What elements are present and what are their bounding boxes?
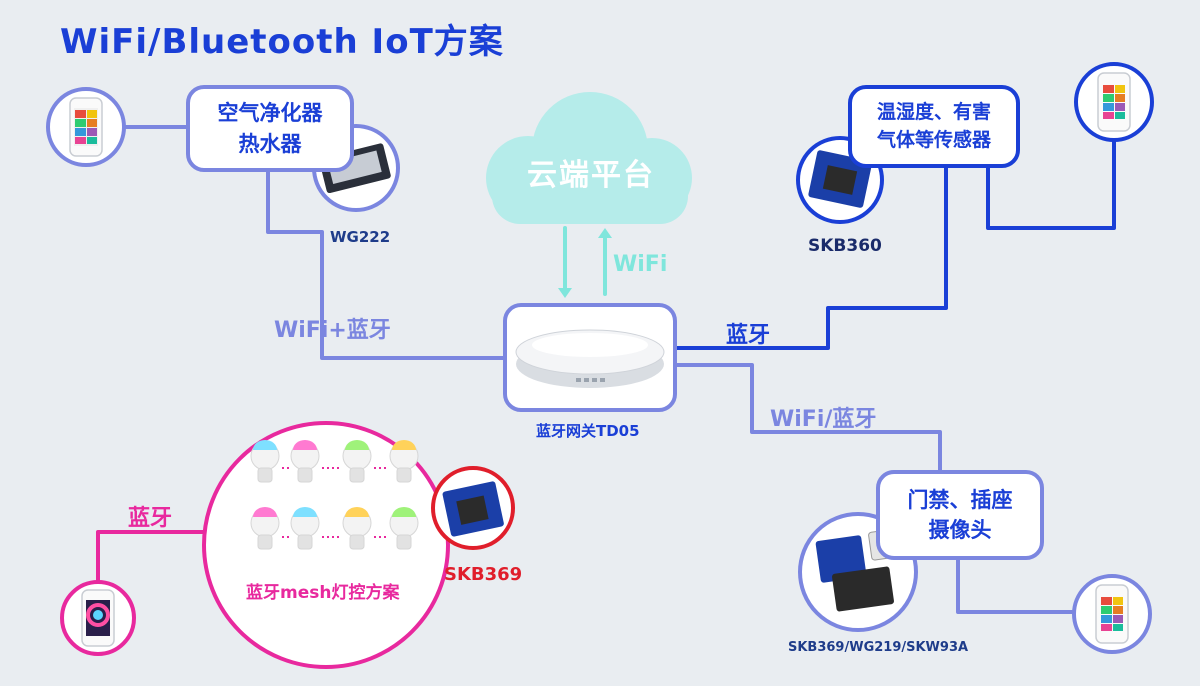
link-sensors-to-phone	[986, 138, 1116, 230]
gateway-caption: 蓝牙网关TD05	[536, 422, 640, 440]
access-line1: 门禁、插座	[907, 487, 1013, 512]
air-purifier-box: 空气净化器 热水器	[186, 85, 354, 172]
link-access-to-phone	[956, 558, 1076, 614]
mesh-circle	[202, 421, 450, 669]
wifi-bt-right-label: WiFi/蓝牙	[770, 407, 877, 432]
link-mesh-to-phone	[96, 530, 214, 587]
bt-mesh-link-label: 蓝牙	[128, 506, 173, 531]
bt-right-label: 蓝牙	[726, 323, 771, 348]
access-line2: 摄像头	[928, 518, 992, 542]
air-purifier-line2: 热水器	[238, 131, 302, 156]
arrow-down-head	[558, 288, 572, 298]
skb360-caption: SKB360	[808, 236, 882, 256]
mesh-label: 蓝牙mesh灯控方案	[246, 583, 400, 603]
phone-icon-top-right	[1074, 62, 1154, 142]
sensors-line1: 温湿度、有害	[876, 100, 991, 123]
skb369-chip	[431, 466, 515, 550]
page-title: WiFi/Bluetooth IoT方案	[60, 22, 504, 62]
phone-icon-top-left	[46, 87, 126, 167]
wifi-up-label: WiFi	[613, 252, 668, 277]
cloud-shape	[486, 92, 692, 224]
link-air-to-gateway	[266, 170, 507, 360]
phone-icon-bottom-left	[60, 580, 136, 656]
bulb-color-caps	[253, 440, 416, 517]
sensors-line2: 气体等传感器	[876, 128, 991, 151]
air-purifier-line1: 空气净化器	[217, 101, 323, 126]
link-gateway-to-access	[673, 363, 942, 472]
link-gateway-to-sensors	[673, 166, 948, 350]
phone-icon-bottom-right	[1072, 574, 1152, 654]
sensors-box: 温湿度、有害 气体等传感器	[848, 85, 1020, 168]
cloud-label: 云端平台	[527, 158, 655, 193]
wg222-caption: WG222	[330, 228, 391, 246]
access-modules-caption: SKB369/WG219/SKW93A	[788, 640, 969, 655]
mesh-dots	[282, 467, 389, 538]
skb369-caption: SKB369	[444, 564, 523, 585]
gateway-device	[515, 329, 665, 388]
wifi-bt-left-label: WiFi+蓝牙	[274, 318, 391, 343]
access-box: 门禁、插座 摄像头	[876, 470, 1044, 560]
arrow-up-head	[598, 228, 612, 238]
